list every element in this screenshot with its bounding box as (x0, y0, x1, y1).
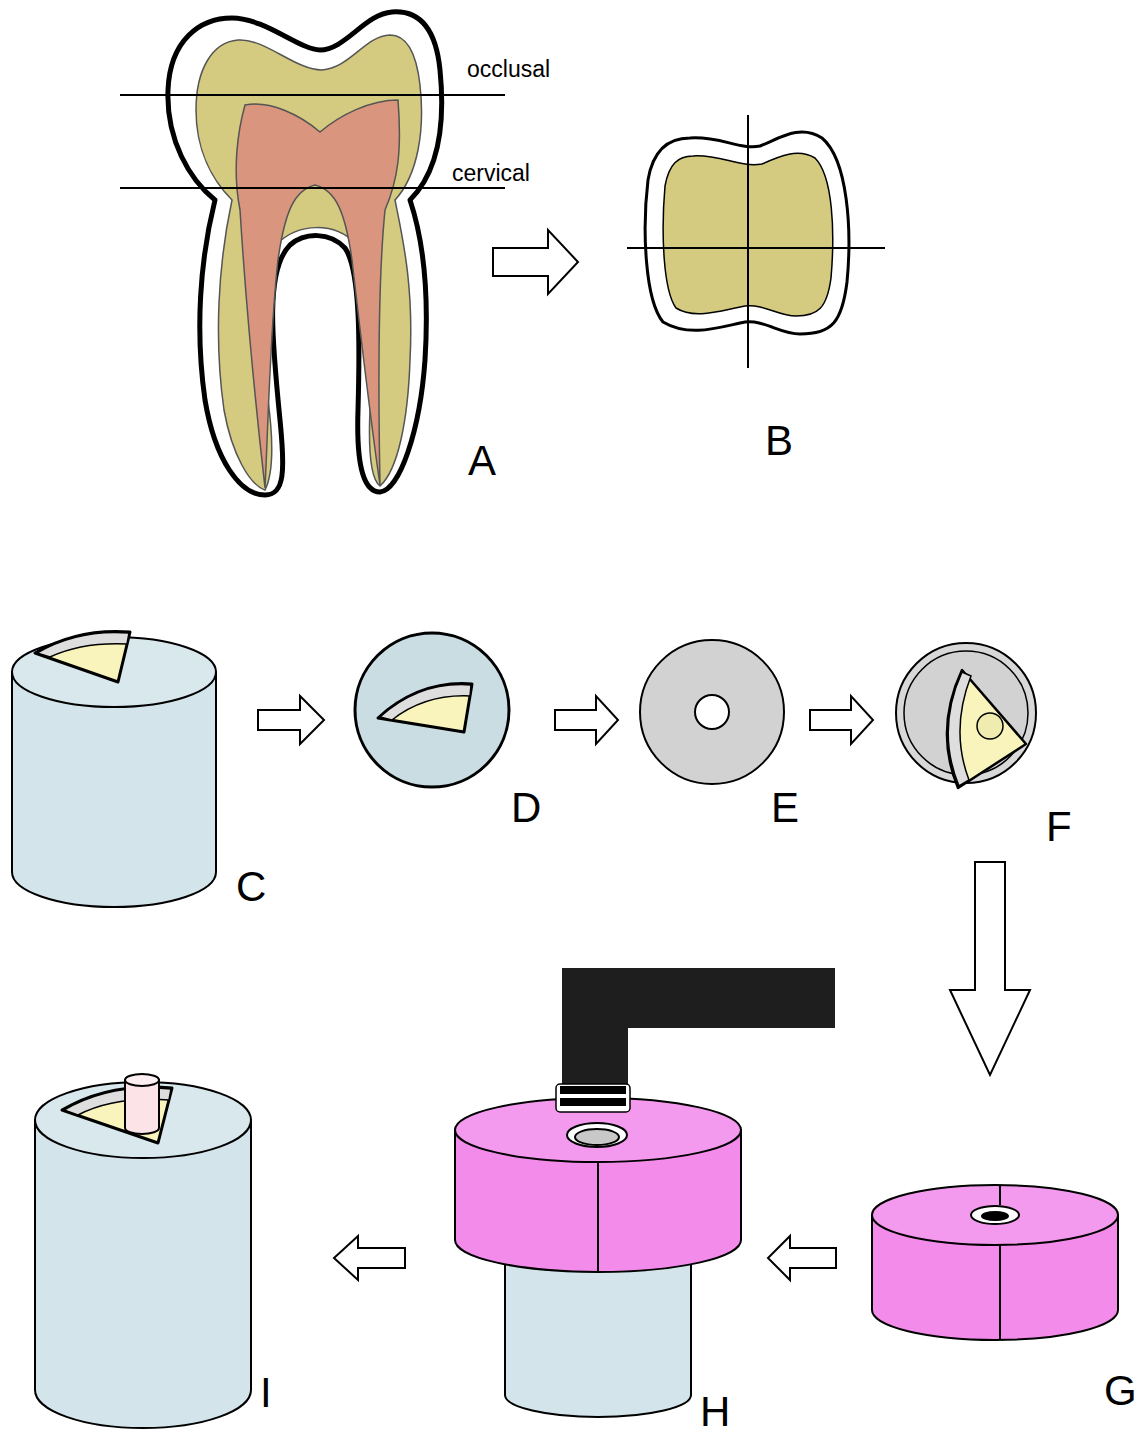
hollow-arrow (334, 1236, 405, 1280)
silicone-mould (872, 1185, 1118, 1340)
silicone-mould (982, 1212, 1008, 1220)
panel-letter: B (765, 420, 793, 462)
hollow-arrow (555, 696, 618, 744)
hollow-arrow (493, 230, 578, 294)
panel-letter: H (700, 1391, 730, 1433)
silicone-mould (999, 1186, 1001, 1205)
panel-letter: D (511, 787, 541, 829)
hollow-arrow (258, 696, 324, 744)
section-line (120, 95, 505, 188)
dentin (196, 35, 422, 490)
disc-assembly (947, 670, 1026, 788)
light-curing-unit (562, 968, 628, 1086)
disc-assembly (948, 672, 971, 786)
section-line (120, 94, 505, 96)
disc-assembly (977, 713, 1003, 739)
tooth-segment (37, 632, 129, 657)
dentin (196, 35, 422, 490)
tooth-outline (168, 12, 442, 495)
panel-letter: G (1104, 1370, 1137, 1412)
tooth-segment (35, 631, 130, 682)
panel-letter: C (236, 866, 266, 908)
light-curing-unit (556, 1084, 630, 1112)
silicone-mould (971, 1206, 1019, 1224)
cross-section (627, 115, 885, 368)
panel-letter: I (260, 1372, 272, 1414)
light-curing-unit (560, 1086, 626, 1094)
hollow-arrow (810, 696, 873, 744)
panel-letter: A (468, 440, 496, 482)
silicone-mould (872, 1185, 1118, 1245)
silicone-mould (575, 1129, 619, 1145)
composite-cylinder (125, 1074, 159, 1134)
pulp (236, 100, 399, 488)
metal-washer (640, 640, 784, 784)
resin-block (35, 1120, 251, 1428)
panel-letter: E (771, 787, 799, 829)
pulp (236, 100, 399, 488)
composite-cylinder (125, 1080, 159, 1134)
section-label: occlusal (467, 58, 550, 81)
silicone-mould (567, 1123, 627, 1147)
tooth-outline (168, 12, 442, 495)
section-line (120, 187, 505, 189)
silicone-mould (597, 1162, 599, 1272)
tooth-segment (35, 631, 130, 682)
silicone-mould (999, 1245, 1001, 1340)
resin-disc (355, 633, 509, 787)
cross-section (747, 115, 749, 368)
silicone-mould (455, 1098, 741, 1272)
resin-disc (378, 684, 472, 732)
disc-assembly (896, 643, 1036, 788)
resin-disc (380, 685, 471, 720)
hollow-arrow (493, 230, 578, 294)
metal-washer (695, 695, 729, 729)
light-curing-unit (556, 968, 835, 1112)
resin-disc (355, 633, 509, 787)
section-label: cervical (452, 162, 530, 185)
light-curing-unit (560, 1098, 626, 1106)
panel-letter: F (1046, 806, 1072, 848)
metal-washer (640, 640, 784, 784)
cross-section (627, 247, 885, 249)
hollow-arrow (768, 1236, 836, 1280)
composite-cylinder (125, 1074, 159, 1086)
hollow-arrow (950, 862, 1030, 1075)
